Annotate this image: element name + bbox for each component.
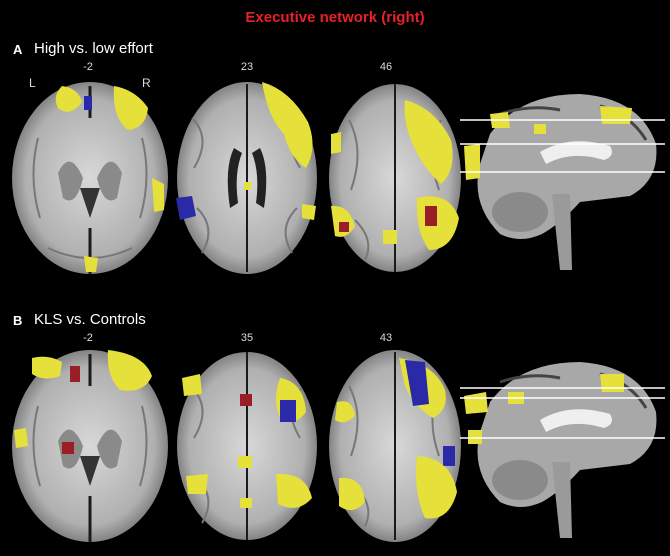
activation-blob bbox=[62, 442, 74, 454]
activation-blob bbox=[70, 366, 80, 382]
activation-blob bbox=[107, 350, 152, 391]
activation-blob bbox=[176, 196, 196, 220]
slice-b3-number: 43 bbox=[379, 332, 393, 344]
activation-blob bbox=[276, 473, 312, 508]
activation-blob bbox=[262, 82, 313, 168]
axial-slice-b3 bbox=[329, 350, 461, 542]
activation-blob bbox=[339, 477, 365, 511]
axial-slice-a3 bbox=[329, 84, 461, 272]
activation-blob bbox=[600, 374, 624, 392]
activation-blob bbox=[280, 400, 296, 422]
activation-blob bbox=[405, 360, 429, 406]
activation-blob bbox=[443, 446, 455, 466]
axial-slice-a2 bbox=[176, 82, 317, 274]
activation-blob bbox=[302, 204, 316, 220]
panel-a-label: High vs. low effort bbox=[34, 40, 153, 57]
activation-blob bbox=[468, 430, 482, 444]
activation-blob bbox=[55, 86, 82, 112]
activation-blob bbox=[240, 498, 252, 508]
activation-blob bbox=[339, 222, 349, 232]
axial-slice-a1 bbox=[12, 82, 168, 274]
activation-blob bbox=[244, 182, 252, 190]
slice-a3-number: 46 bbox=[379, 61, 393, 73]
activation-blob bbox=[32, 356, 62, 379]
left-marker: L bbox=[29, 76, 36, 90]
slice-a1-number: -2 bbox=[83, 61, 93, 73]
activation-blob bbox=[416, 456, 457, 519]
activation-blob bbox=[600, 106, 632, 124]
activation-blob bbox=[182, 374, 202, 396]
activation-blob bbox=[404, 100, 453, 184]
right-marker: R bbox=[142, 76, 151, 90]
panel-b-label: KLS vs. Controls bbox=[34, 311, 146, 328]
activation-blob bbox=[534, 124, 546, 134]
activation-blob bbox=[464, 392, 488, 414]
figure-title: Executive network (right) bbox=[245, 9, 425, 26]
sagittal-slice-b bbox=[460, 362, 665, 538]
activation-blob bbox=[14, 428, 28, 448]
activation-blob bbox=[331, 132, 341, 154]
axial-slice-b1 bbox=[12, 350, 168, 542]
activation-blob bbox=[84, 256, 98, 272]
activation-blob bbox=[84, 96, 92, 110]
activation-blob bbox=[113, 86, 148, 130]
activation-blob bbox=[425, 206, 437, 226]
slice-a2-number: 23 bbox=[240, 61, 254, 73]
activation-blob bbox=[383, 230, 397, 244]
activation-blob bbox=[240, 394, 252, 406]
slice-b1-number: -2 bbox=[83, 332, 93, 344]
activation-blob bbox=[335, 401, 355, 423]
panel-a-letter: A bbox=[13, 42, 23, 57]
activation-blob bbox=[238, 456, 252, 468]
activation-blob bbox=[464, 144, 480, 180]
panel-b-letter: B bbox=[13, 313, 23, 328]
activation-blob bbox=[152, 178, 164, 212]
activation-blob bbox=[186, 474, 208, 494]
axial-slice-b2 bbox=[177, 352, 317, 540]
sagittal-slice-a bbox=[460, 94, 665, 270]
slice-b2-number: 35 bbox=[240, 332, 254, 344]
